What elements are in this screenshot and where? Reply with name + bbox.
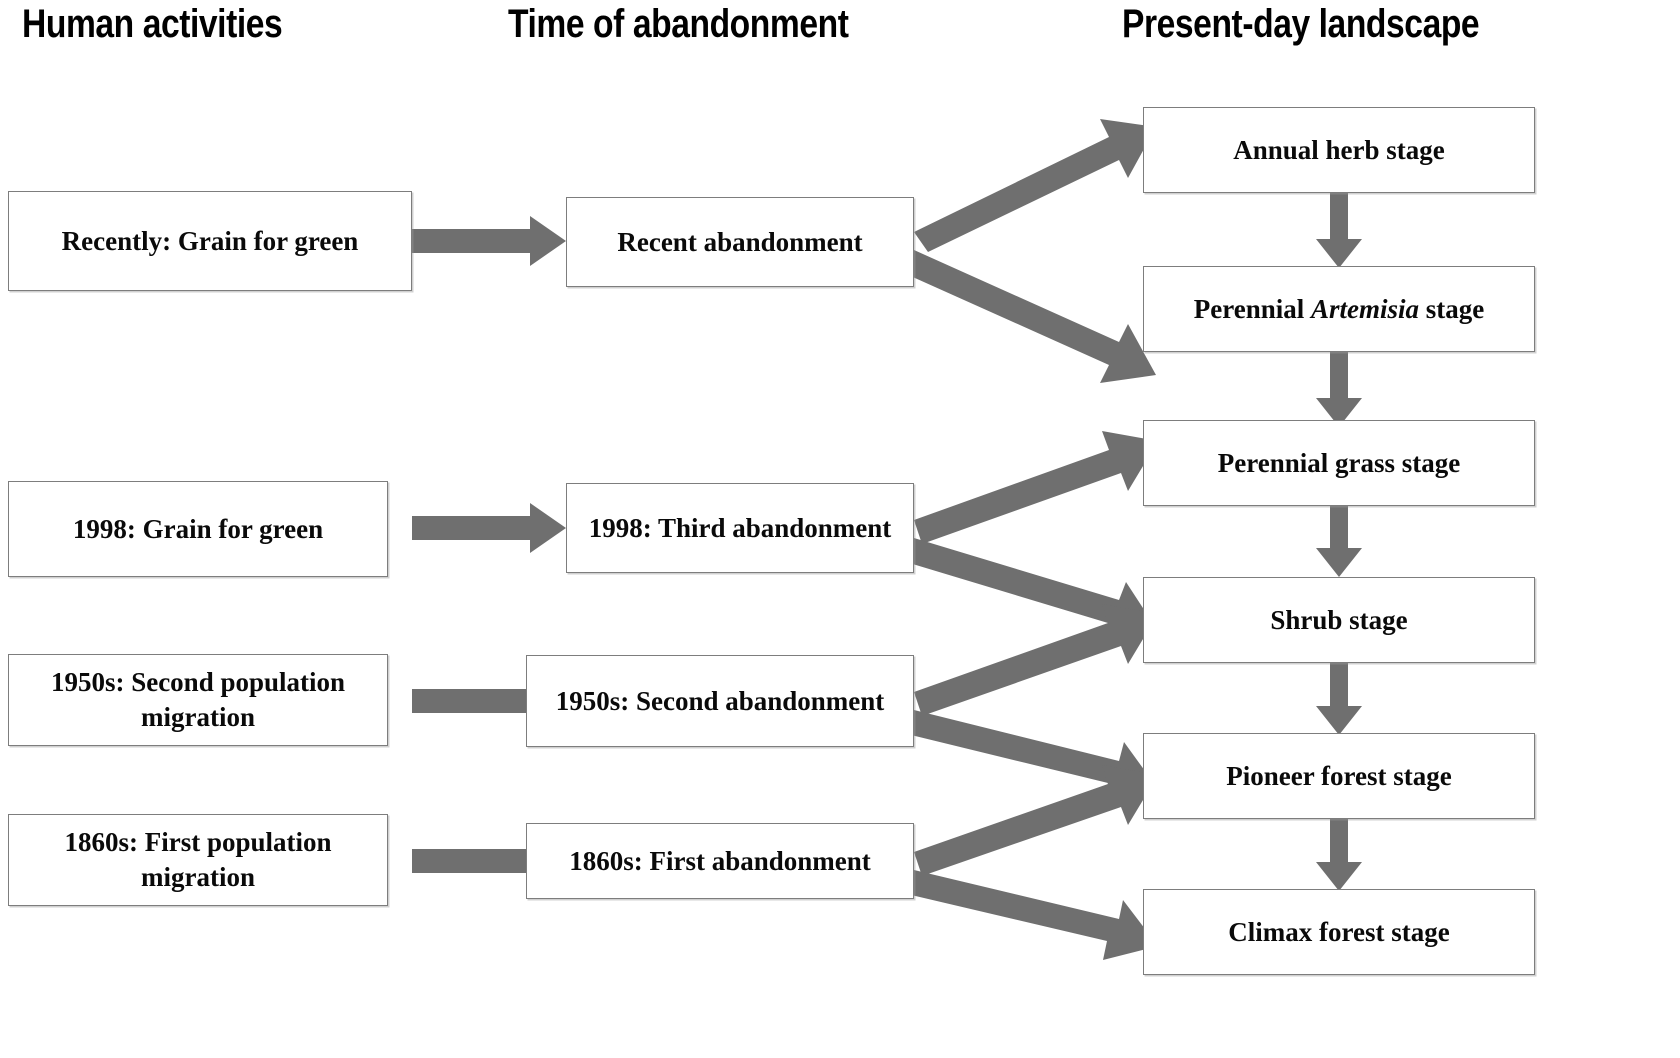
box-1998-grain-for-green[interactable]: 1998: Grain for green [8, 481, 388, 577]
box-1860s-first-population-migration[interactable]: 1860s: First population migration [8, 814, 388, 906]
arrow-1998-grain-to-1998-abandonment [412, 503, 566, 553]
arrow-perennial-grass-to-shrub [1316, 506, 1362, 577]
box-label: Pioneer forest stage [1226, 760, 1452, 791]
arrow-branch-1860s-to-climax-forest [907, 870, 1158, 960]
arrow-perennial-artemisia-to-perennial-grass [1316, 352, 1362, 427]
box-recently-grain-for-green[interactable]: Recently: Grain for green [8, 191, 412, 291]
arrow-annual-herb-to-perennial-artemisia [1316, 193, 1362, 268]
arrow-branch-1950s-to-pioneer-forest [907, 710, 1158, 802]
box-label: 1998: Grain for green [72, 513, 324, 544]
box-label: Annual herb stage [1233, 134, 1445, 165]
box-shrub-stage[interactable]: Shrub stage [1143, 577, 1535, 663]
box-1998-third-abandonment[interactable]: 1998: Third abandonment [566, 483, 914, 573]
box-label: 1950s: Second population migration [50, 667, 346, 732]
column-heading-present-day-landscape: Present-day landscape [1122, 2, 1480, 46]
arrow-branch-recent-to-perennial-artemisia [906, 250, 1156, 383]
column-heading-human-activities: Human activities [22, 2, 283, 46]
box-label: 1860s: First population migration [64, 827, 332, 892]
box-1860s-first-abandonment[interactable]: 1860s: First abandonment [526, 823, 914, 899]
box-perennial-grass-stage[interactable]: Perennial grass stage [1143, 420, 1535, 506]
arrow-branch-recent-to-annual-herb [914, 119, 1156, 252]
box-1950s-second-population-migration[interactable]: 1950s: Second population migration [8, 654, 388, 746]
box-1950s-second-abandonment[interactable]: 1950s: Second abandonment [526, 655, 914, 747]
box-label: 1860s: First abandonment [569, 845, 871, 876]
column-heading-time-of-abandonment: Time of abandonment [508, 2, 849, 46]
box-perennial-artemisia-stage[interactable]: Perennial Artemisia stage [1143, 266, 1535, 352]
box-climax-forest-stage[interactable]: Climax forest stage [1143, 889, 1535, 975]
box-label: Perennial Artemisia stage [1193, 293, 1485, 324]
box-annual-herb-stage[interactable]: Annual herb stage [1143, 107, 1535, 193]
box-label: Shrub stage [1270, 604, 1408, 635]
arrow-branch-1950s-to-shrub [914, 604, 1158, 716]
arrow-shrub-to-pioneer-forest [1316, 663, 1362, 735]
arrow-pioneer-forest-to-climax-forest [1316, 819, 1362, 891]
arrow-recently-grain-to-recent-abandonment [412, 216, 566, 266]
box-pioneer-forest-stage[interactable]: Pioneer forest stage [1143, 733, 1535, 819]
box-label: Climax forest stage [1228, 916, 1450, 947]
arrow-1860s-migration-to-1860s-abandonment [412, 836, 566, 886]
box-label: 1998: Third abandonment [588, 512, 892, 543]
box-label: Recent abandonment [617, 226, 863, 257]
arrow-1950s-migration-to-1950s-abandonment [412, 676, 566, 726]
box-label: Recently: Grain for green [61, 225, 359, 256]
box-recent-abandonment[interactable]: Recent abandonment [566, 197, 914, 287]
arrow-branch-1998-to-perennial-grass [914, 431, 1158, 544]
box-label: Perennial grass stage [1217, 447, 1461, 478]
arrow-branch-1998-to-shrub [906, 538, 1158, 642]
box-label: 1950s: Second abandonment [555, 685, 885, 716]
arrow-branch-1860s-to-pioneer-forest [914, 765, 1158, 876]
